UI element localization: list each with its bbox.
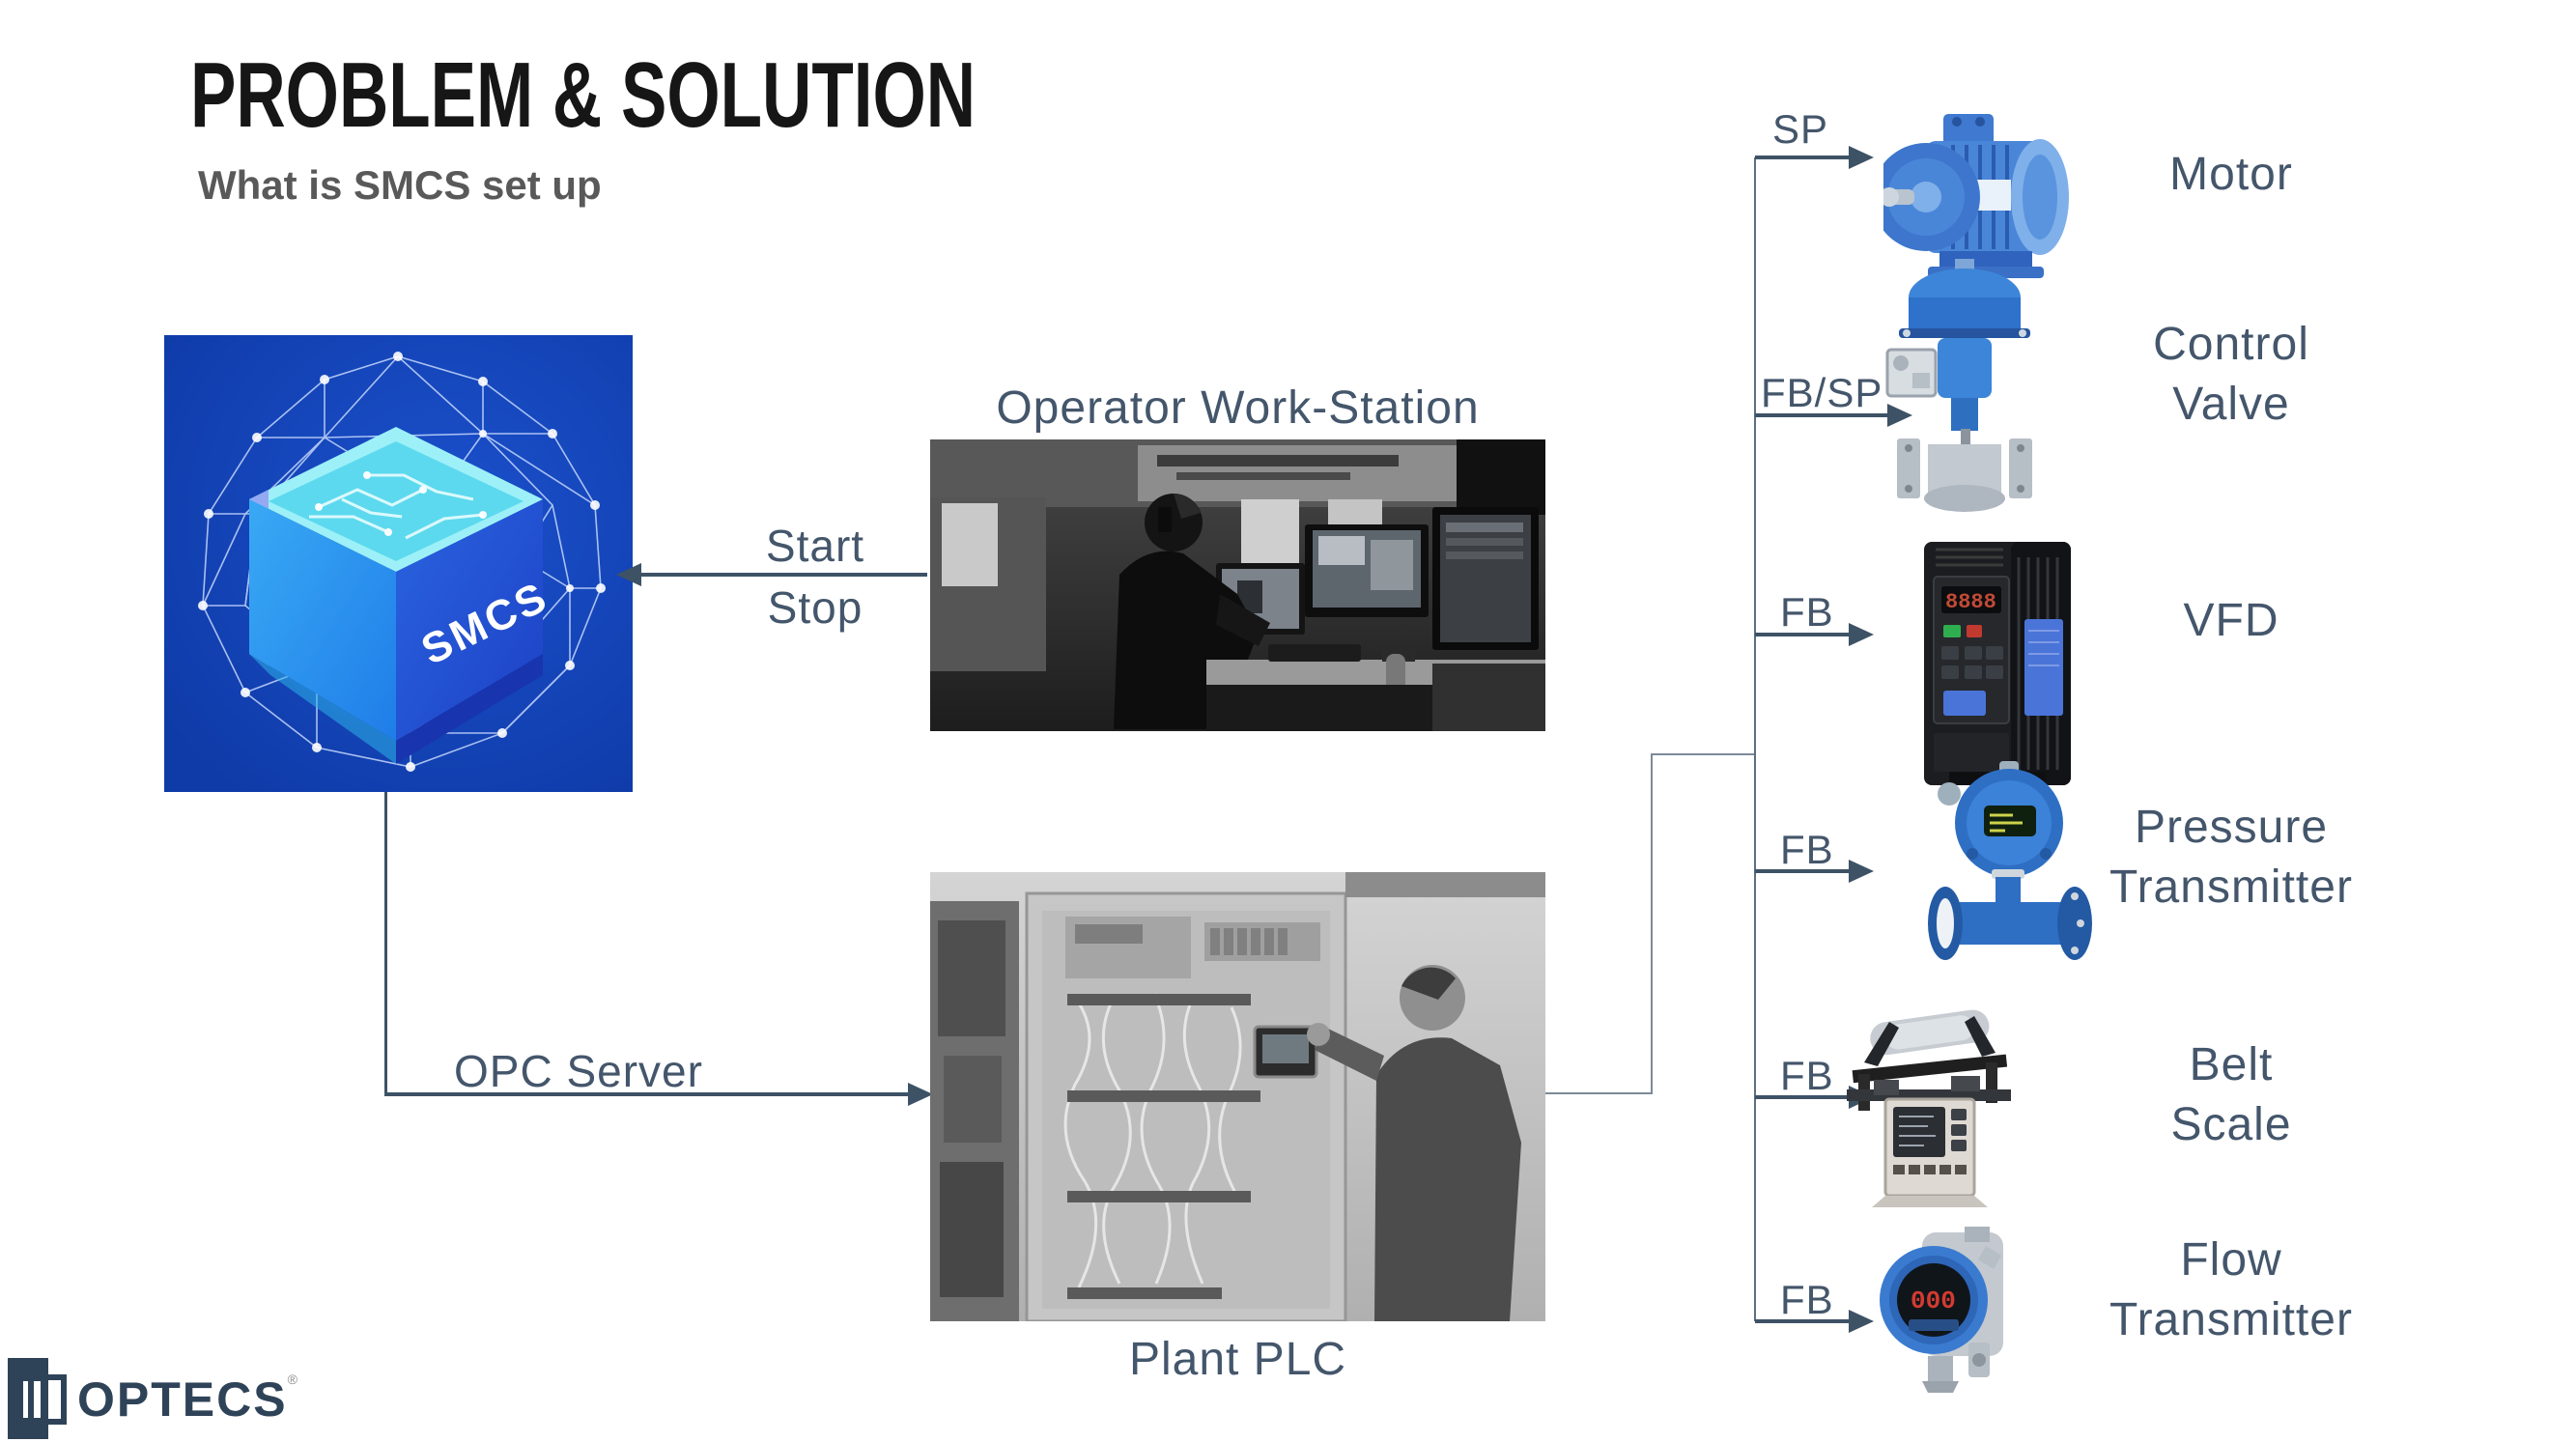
pressure-transmitter-image: [1891, 761, 2109, 974]
page-subtitle: What is SMCS set up: [198, 162, 602, 208]
device-name-pressure-transmitter: Pressure Transmitter: [2109, 802, 2353, 913]
opc-arrow-line: [384, 1092, 911, 1096]
signal-label-fb-flow: FB: [1780, 1277, 1834, 1322]
device-name-belt-scale: Belt Scale: [2170, 1039, 2292, 1150]
device-name-flow-transmitter: Flow Transmitter: [2109, 1234, 2353, 1345]
belt-scale-image: [1835, 995, 2024, 1212]
motor-image: [1872, 104, 2081, 302]
signal-arrow-fbsp: [1755, 413, 1890, 417]
optecs-logo: OPTECS®: [77, 1371, 297, 1428]
smcs-to-opc-line: [384, 792, 387, 1095]
opc-server-label: OPC Server: [454, 1046, 703, 1096]
operator-workstation-photo: [930, 439, 1545, 731]
signal-label-fbsp: FB/SP: [1761, 370, 1883, 415]
signal-arrow-fb-vfd: [1755, 633, 1852, 636]
signal-label-fb-pt: FB: [1780, 827, 1834, 872]
plc-bus-connector-vertical: [1651, 754, 1653, 1094]
signal-arrowhead-fb-vfd: [1849, 623, 1874, 646]
svg-text:8888: 8888: [1945, 590, 1996, 614]
svg-text:000: 000: [1911, 1286, 1956, 1315]
signal-arrowhead-fb-flow: [1849, 1310, 1874, 1333]
signal-arrow-fb-belt: [1755, 1095, 1852, 1099]
operator-workstation-label: Operator Work-Station: [996, 382, 1480, 434]
signal-arrow-fb-pt: [1755, 869, 1852, 873]
plant-plc-photo: [930, 872, 1545, 1323]
plc-bus-connector-bottom: [1545, 1092, 1652, 1094]
signal-arrow-sp: [1755, 156, 1852, 159]
start-stop-arrowhead: [616, 563, 641, 586]
start-stop-arrow-line: [637, 573, 927, 577]
smcs-cube: SMCS: [249, 427, 555, 764]
stop-label: Stop: [767, 582, 863, 633]
plant-plc-label: Plant PLC: [1128, 1334, 1347, 1385]
page-title: PROBLEM & SOLUTION: [190, 43, 977, 147]
signal-arrowhead-fb-pt: [1849, 860, 1874, 883]
signal-arrow-fb-flow: [1755, 1319, 1852, 1323]
signal-label-fb-belt: FB: [1780, 1053, 1834, 1098]
control-valve-image: [1872, 259, 2055, 517]
device-name-control-valve: Control Valve: [2153, 319, 2309, 430]
smcs-network-cube-image: SMCS: [164, 335, 633, 792]
vfd-image: 8888: [1911, 534, 2082, 798]
device-name-vfd: VFD: [2183, 595, 2279, 646]
signal-arrowhead-fbsp: [1887, 404, 1912, 427]
signal-label-sp: SP: [1772, 106, 1829, 152]
flow-transmitter-image: 000: [1872, 1227, 2012, 1398]
optecs-logo-icon: [8, 1358, 68, 1442]
signal-label-fb-vfd: FB: [1780, 589, 1834, 635]
optecs-logo-text: OPTECS: [77, 1372, 288, 1427]
device-bus-line: [1754, 157, 1756, 1321]
plc-bus-connector-top: [1651, 753, 1755, 755]
registered-mark: ®: [287, 1371, 297, 1387]
signal-arrowhead-sp: [1849, 146, 1874, 169]
device-name-motor: Motor: [2169, 149, 2293, 200]
opc-arrowhead: [908, 1083, 933, 1106]
start-label: Start: [765, 521, 865, 571]
